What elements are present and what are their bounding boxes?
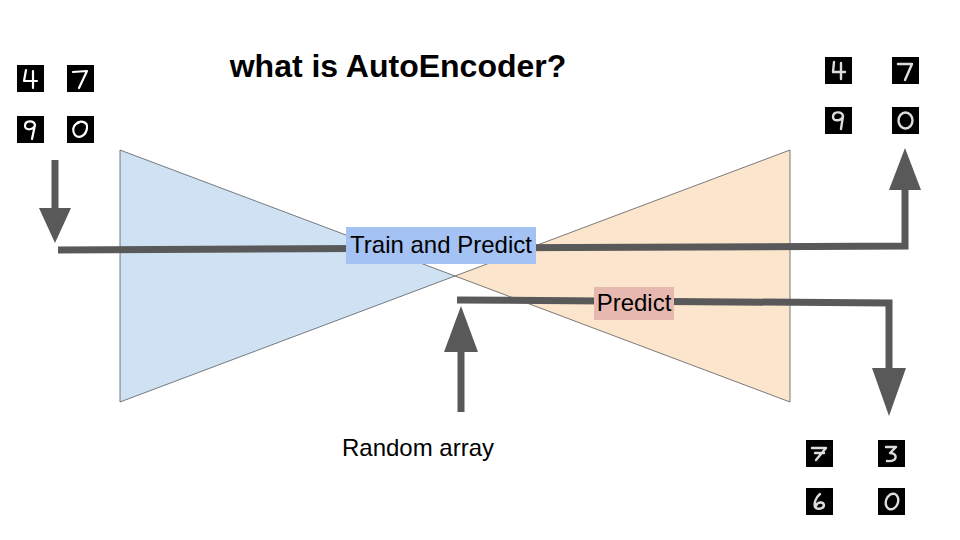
digit-image bbox=[878, 440, 905, 467]
input-digits bbox=[17, 65, 94, 143]
train-predict-label: Train and Predict bbox=[346, 227, 536, 264]
box-text: Train and Predict bbox=[350, 231, 532, 259]
input-label: Random array bbox=[342, 434, 494, 462]
digit-image bbox=[17, 65, 44, 92]
digit-image bbox=[892, 107, 919, 134]
arrow-head bbox=[872, 368, 906, 416]
digit-image bbox=[825, 107, 852, 134]
digit-image bbox=[67, 65, 94, 92]
digit-image bbox=[67, 116, 94, 143]
arrow-head bbox=[889, 148, 921, 190]
digit-image bbox=[825, 57, 852, 84]
output-digits bbox=[825, 57, 919, 134]
digit-image bbox=[17, 116, 44, 143]
decoder-triangle bbox=[455, 150, 790, 402]
predict-label: Predict bbox=[594, 287, 675, 320]
box-text: Predict bbox=[597, 289, 672, 317]
input-line bbox=[52, 160, 59, 215]
arrow-head bbox=[39, 208, 71, 243]
digit-image bbox=[878, 488, 905, 515]
generated-digits bbox=[806, 440, 905, 515]
encoder-triangle bbox=[120, 150, 455, 402]
digit-image bbox=[806, 488, 833, 515]
diagram-title: what is AutoEncoder? bbox=[230, 48, 567, 85]
predict-path-arrow bbox=[444, 300, 906, 416]
digit-image bbox=[892, 57, 919, 84]
random-input-line bbox=[458, 345, 465, 412]
digit-image bbox=[806, 440, 833, 467]
arrow-head bbox=[444, 306, 478, 352]
